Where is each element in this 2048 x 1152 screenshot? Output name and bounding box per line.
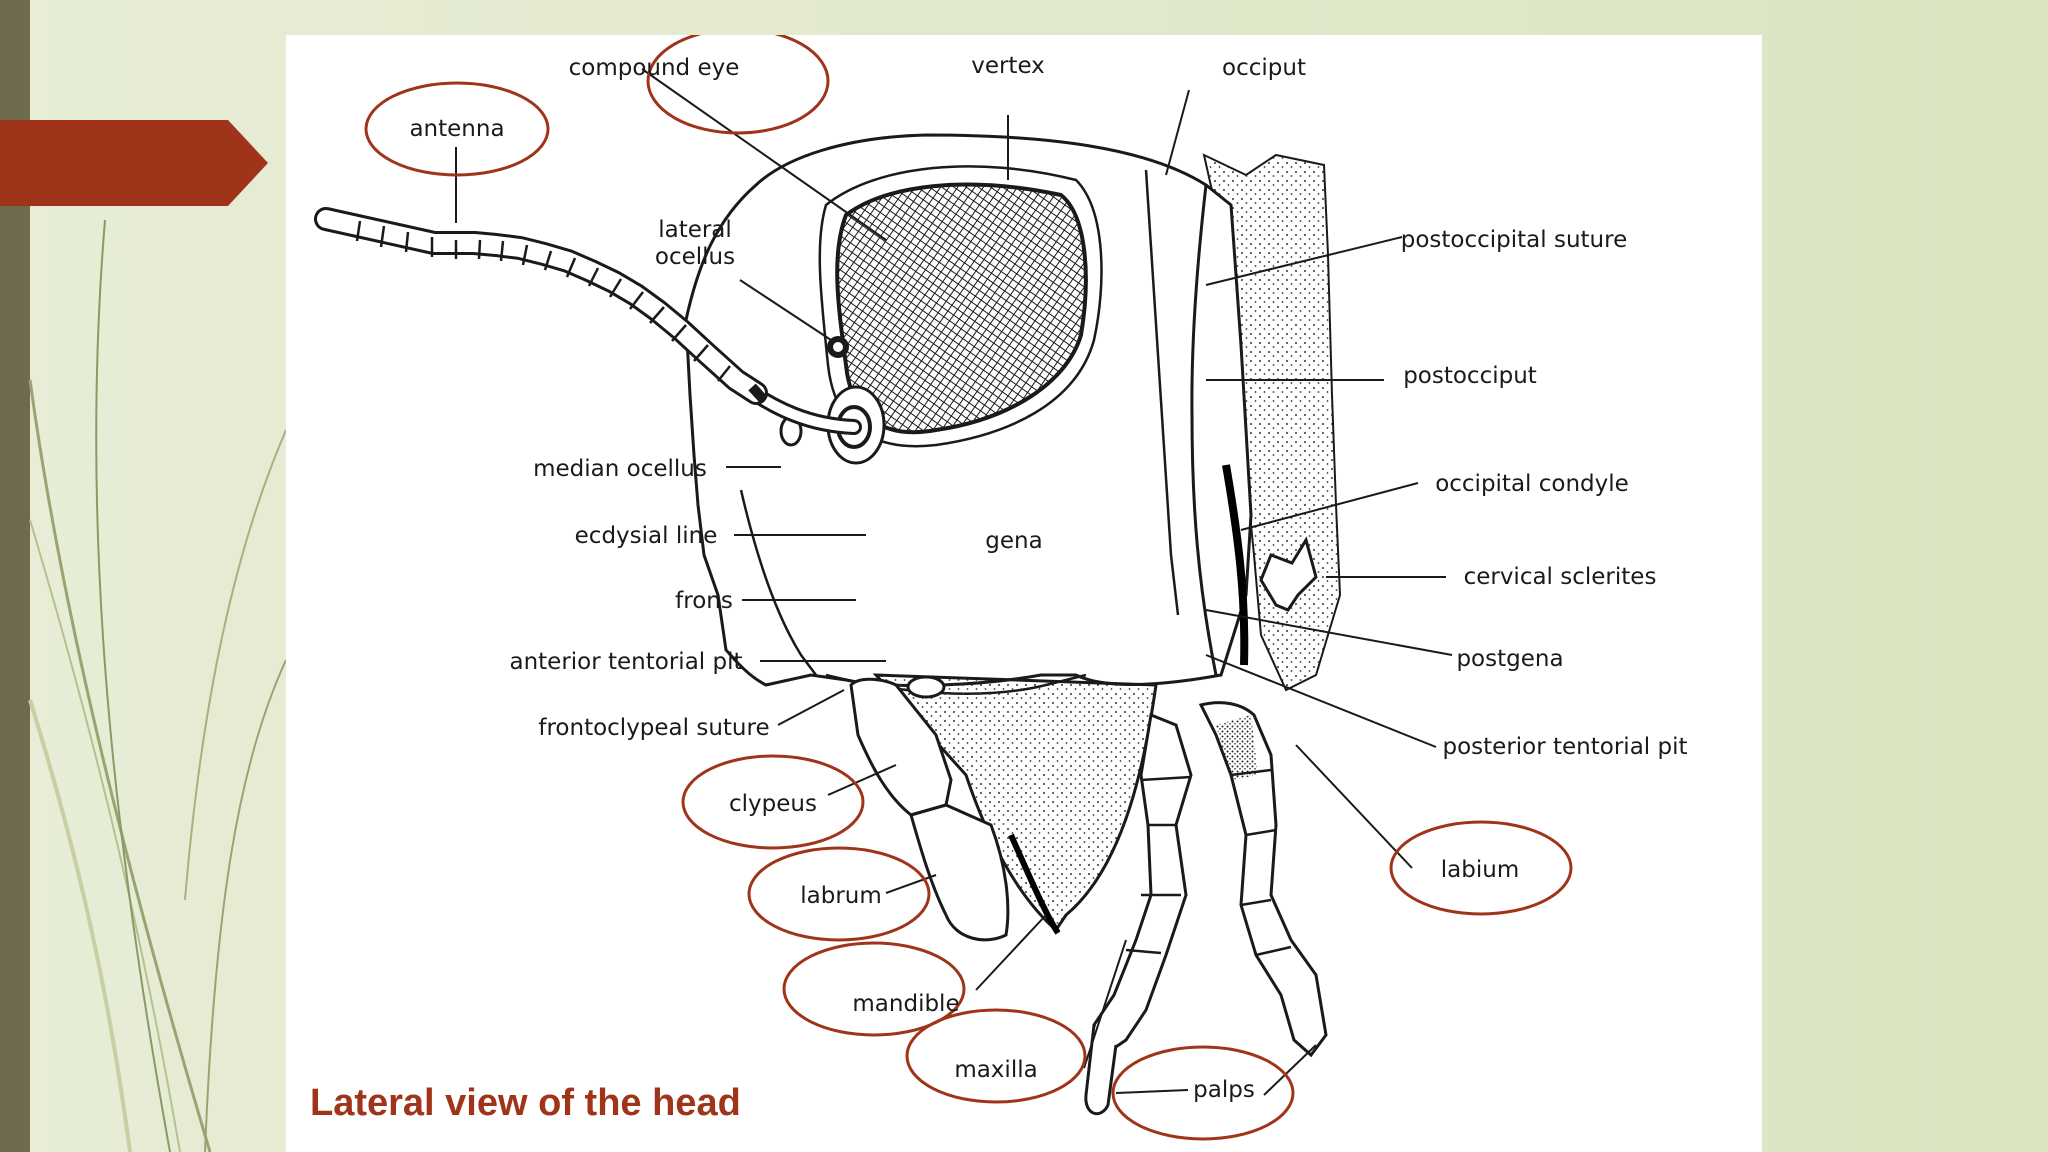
label-labrum: labrum	[800, 883, 882, 909]
label-posterior-tentorial-pit: posterior tentorial pit	[1443, 734, 1688, 760]
ring-antenna	[364, 81, 550, 177]
label-maxilla: maxilla	[954, 1057, 1037, 1083]
label-ecdysial-line: ecdysial line	[575, 523, 718, 549]
insect-head-diagram: compound eye vertex occiput antenna late…	[314, 35, 1688, 1141]
highlight-rings	[364, 35, 1573, 1141]
label-frons: frons	[675, 588, 733, 614]
label-postocciput: postocciput	[1403, 363, 1537, 389]
label-compound-eye: compound eye	[569, 55, 740, 81]
ring-palps	[1111, 1045, 1295, 1141]
arrow-marker	[0, 120, 268, 206]
cervical-sclerite-shape	[1259, 536, 1318, 612]
label-median-ocellus: median ocellus	[533, 456, 707, 482]
label-frontoclypeal-suture: frontoclypeal suture	[538, 715, 769, 741]
label-postgena: postgena	[1456, 646, 1563, 672]
ring-labrum	[747, 846, 931, 942]
label-mandible: mandible	[852, 991, 959, 1017]
label-postoccipital-suture: postoccipital suture	[1401, 227, 1628, 253]
label-lateral-ocellus-line2: ocellus	[655, 244, 735, 270]
label-gena: gena	[985, 528, 1042, 554]
label-lateral-ocellus-line1: lateral	[658, 217, 732, 243]
decorative-curves	[28, 219, 287, 1152]
label-occipital-condyle: occipital condyle	[1435, 471, 1629, 497]
label-labium: labium	[1441, 857, 1519, 883]
slide-caption: Lateral view of the head	[310, 1082, 741, 1124]
label-antenna: antenna	[409, 116, 504, 142]
label-clypeus: clypeus	[729, 791, 817, 817]
ring-maxilla	[905, 1008, 1087, 1104]
ring-clypeus	[681, 754, 865, 850]
label-palps: palps	[1193, 1077, 1255, 1103]
ring-mandible	[782, 941, 966, 1037]
label-anterior-tentorial-pit: anterior tentorial pit	[509, 649, 742, 675]
labels: compound eye vertex occiput antenna late…	[409, 53, 1687, 1103]
leader-lines	[455, 68, 1453, 1096]
label-cervical-sclerites: cervical sclerites	[1464, 564, 1657, 590]
label-occiput: occiput	[1222, 55, 1306, 81]
mouthparts	[849, 673, 1328, 1116]
ring-labium	[1389, 820, 1573, 916]
antenna-shape	[314, 207, 862, 435]
ring-compound-eye	[646, 35, 830, 135]
label-vertex: vertex	[971, 53, 1045, 79]
